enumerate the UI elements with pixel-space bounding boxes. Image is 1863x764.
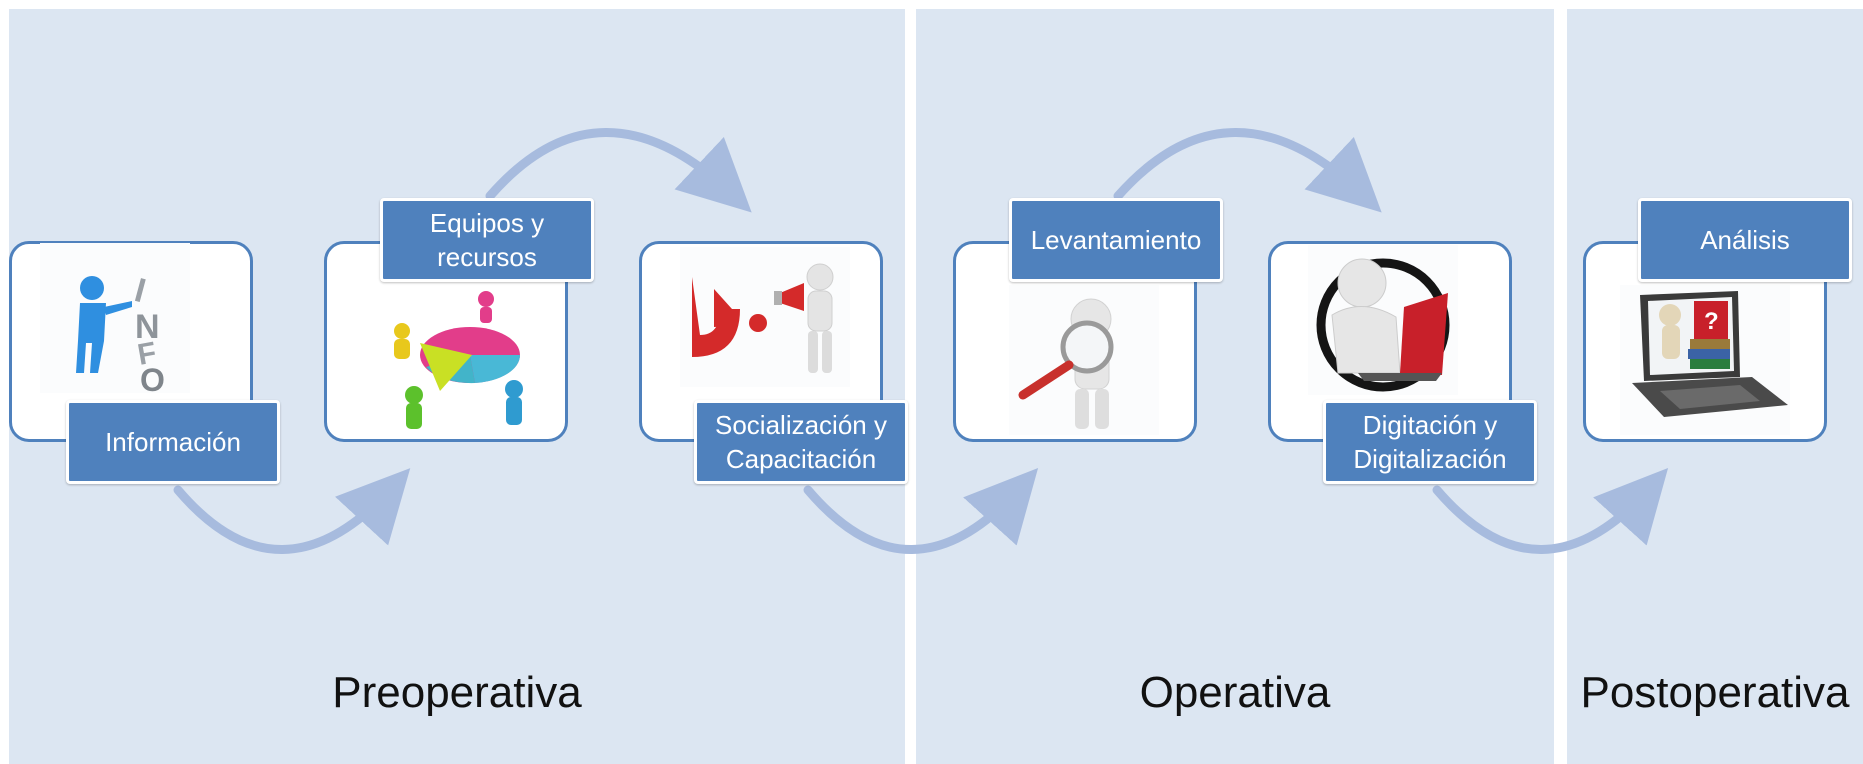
step-label-socializacion: Socialización y Capacitación	[694, 400, 908, 484]
svg-text:N: N	[135, 308, 160, 346]
step-label-informacion: Información	[66, 400, 280, 484]
arrow-4-to-5	[1113, 128, 1382, 213]
svg-text:?: ?	[1704, 308, 1719, 335]
svg-text:O: O	[140, 362, 165, 393]
people-pie-chart-icon	[380, 285, 530, 435]
step-label-levantamiento: Levantamiento	[1009, 198, 1223, 282]
step-label-equipos: Equipos y recursos	[380, 198, 594, 282]
step-label-digitacion: Digitación y Digitalización	[1323, 400, 1537, 484]
svg-text:F: F	[135, 336, 159, 372]
phase-title-postoperativa: Postoperativa	[1580, 668, 1850, 717]
arrow-3-to-4	[803, 467, 1039, 554]
step-label-analisis: Análisis	[1638, 198, 1852, 282]
arrow-1-to-2	[173, 468, 411, 554]
laptop-books-icon: ?	[1620, 285, 1790, 435]
info-person-icon: I N F O	[40, 243, 190, 398]
phase-title-preoperativa: Preoperativa	[332, 668, 582, 717]
arrow-2-to-3	[485, 128, 752, 213]
laptop-person-icon	[1308, 245, 1458, 395]
arrow-5-to-6	[1432, 467, 1669, 554]
megaphone-person-icon	[680, 247, 850, 397]
phase-title-operativa: Operativa	[1139, 668, 1331, 717]
magnifier-person-icon	[1009, 285, 1159, 435]
